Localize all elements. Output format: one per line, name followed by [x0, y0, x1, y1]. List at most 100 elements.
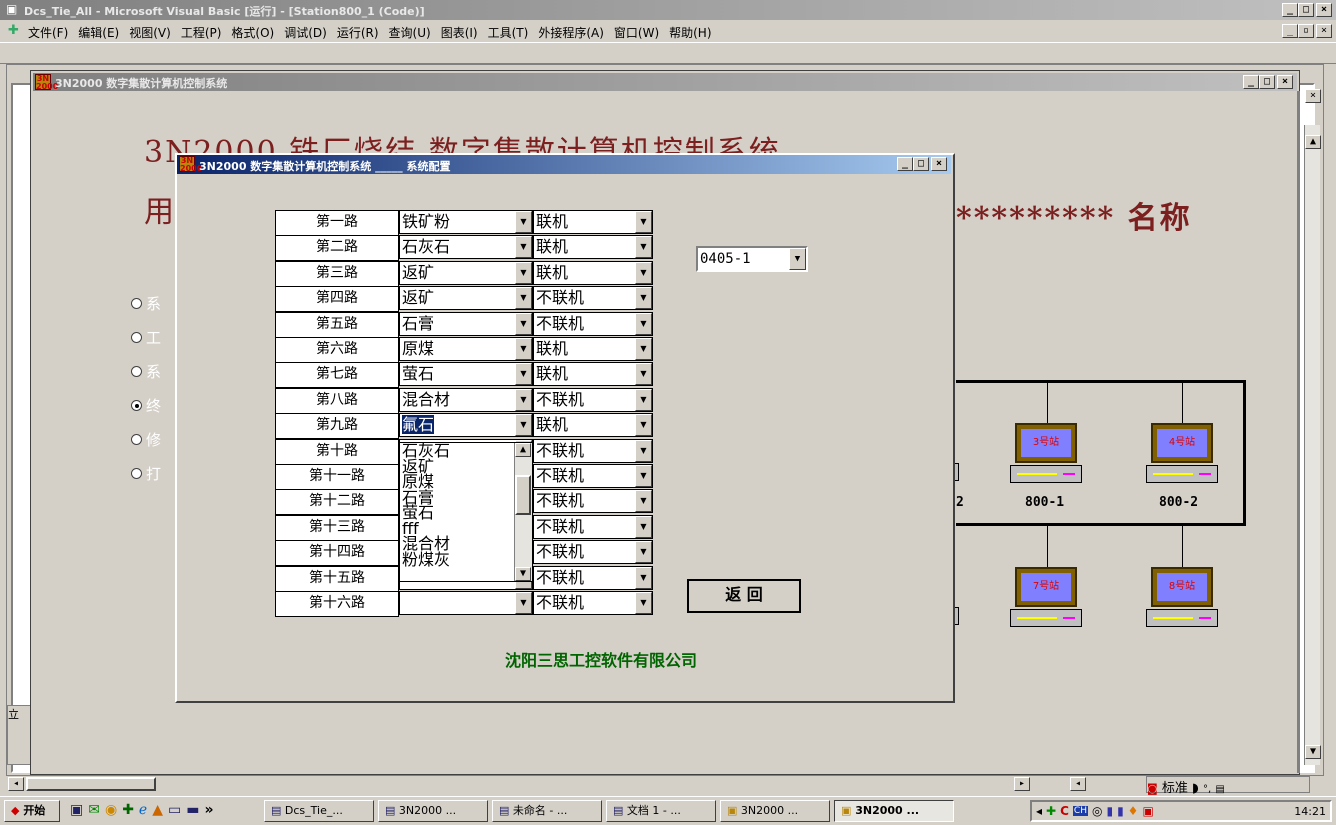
- chevron-down-icon[interactable]: ▼: [635, 490, 652, 513]
- status-select[interactable]: 不联机▼: [533, 514, 653, 539]
- chevron-down-icon[interactable]: ▼: [515, 388, 532, 411]
- child-minimize-icon[interactable]: _: [1282, 24, 1298, 38]
- station-select[interactable]: 0405-1 ▼: [696, 246, 808, 272]
- chevron-down-icon[interactable]: ▼: [635, 363, 652, 386]
- chevron-down-icon[interactable]: ▼: [635, 211, 652, 233]
- vb-menu-item[interactable]: 外接程序(A): [538, 26, 604, 40]
- radio-icon[interactable]: [131, 433, 142, 445]
- dropdown-scroll-up-icon[interactable]: ▲: [515, 443, 531, 457]
- vb-menu-item[interactable]: 编辑(E): [78, 26, 120, 40]
- status-select[interactable]: 不联机▼: [533, 489, 653, 514]
- chevron-down-icon[interactable]: ▼: [635, 439, 652, 462]
- globe-icon[interactable]: ◎: [1091, 804, 1103, 818]
- ime-status[interactable]: ◙ 标准 ◗ °, ▤: [1146, 776, 1310, 796]
- dropdown-option[interactable]: 原煤: [402, 472, 435, 491]
- vb-h-scrollbar[interactable]: ◂ ▸ ◂ ◙ 标准 ◗ °, ▤: [6, 775, 1324, 796]
- chevron-down-icon[interactable]: ▼: [635, 388, 652, 411]
- material-select[interactable]: 萤石▼: [399, 362, 533, 387]
- volume-icon[interactable]: ◂: [1036, 804, 1043, 818]
- screen-icon[interactable]: ▭: [168, 802, 182, 818]
- desktop-icon[interactable]: ▣: [70, 802, 84, 818]
- code-close-icon[interactable]: ×: [1305, 89, 1321, 103]
- vb-right-scrollbar[interactable]: ▲ ▼: [1304, 125, 1321, 765]
- dropdown-option[interactable]: 石灰石: [402, 441, 451, 460]
- menu-radio-item[interactable]: 系: [131, 361, 161, 381]
- chevron-down-icon[interactable]: ▼: [635, 592, 652, 614]
- status-select[interactable]: 联机▼: [533, 235, 653, 260]
- vb-menu-item[interactable]: 工程(P): [180, 26, 222, 40]
- radio-checked-icon[interactable]: [131, 399, 142, 411]
- dropdown-option[interactable]: 混合材: [402, 534, 451, 553]
- material-select[interactable]: 返矿▼: [399, 260, 533, 285]
- config-close-icon[interactable]: ×: [931, 157, 947, 171]
- station-8[interactable]: 8号站: [1146, 567, 1218, 627]
- tray-3n-icon[interactable]: ▣: [1142, 804, 1154, 818]
- main-minimize-icon[interactable]: _: [1243, 75, 1259, 89]
- media-icon[interactable]: ◉: [104, 802, 118, 818]
- outlook-icon[interactable]: ✉: [88, 802, 100, 818]
- scroll-down-icon[interactable]: ▼: [1305, 745, 1321, 759]
- antivirus-icon[interactable]: C: [1060, 804, 1069, 818]
- status-select[interactable]: 联机▼: [533, 210, 653, 234]
- chevron-down-icon[interactable]: ▼: [635, 414, 652, 437]
- chevron-down-icon[interactable]: ▼: [635, 338, 652, 360]
- taskbar-button[interactable]: ▣ 3N2000 ...: [720, 800, 830, 822]
- vb-menu-item[interactable]: 视图(V): [129, 26, 171, 40]
- vb-menu-item[interactable]: 运行(R): [336, 26, 379, 40]
- radio-icon[interactable]: [131, 331, 142, 343]
- chevron-down-icon[interactable]: ▼: [515, 211, 532, 233]
- start-button[interactable]: ◆ 开始: [4, 800, 60, 822]
- material-select[interactable]: 氟石▼: [399, 413, 533, 438]
- minimize-icon[interactable]: _: [1282, 3, 1298, 17]
- main-maximize-icon[interactable]: □: [1259, 75, 1275, 89]
- vb-menu-item[interactable]: 调试(D): [284, 26, 327, 40]
- menu-radio-item[interactable]: 修: [131, 429, 161, 449]
- network-icon[interactable]: ✚: [122, 802, 134, 818]
- dropdown-option[interactable]: fff: [402, 518, 419, 538]
- status-select[interactable]: 不联机▼: [533, 311, 653, 336]
- chevron-down-icon[interactable]: ▼: [635, 566, 652, 589]
- status-select[interactable]: 不联机▼: [533, 438, 653, 463]
- material-select[interactable]: 原煤▼: [399, 337, 533, 361]
- dropdown-scroll-thumb[interactable]: [515, 475, 531, 515]
- scroll-left-icon[interactable]: ◂: [8, 777, 24, 791]
- dropdown-option[interactable]: 萤石: [402, 503, 435, 522]
- folder-icon[interactable]: ▲: [152, 802, 163, 818]
- radio-icon[interactable]: [131, 297, 142, 309]
- chevron-down-icon[interactable]: ▼: [635, 312, 652, 335]
- scroll-up-icon[interactable]: ▲: [1305, 135, 1321, 149]
- tray-app-icon[interactable]: ♦: [1127, 804, 1139, 818]
- chevron-down-icon[interactable]: ▼: [635, 541, 652, 564]
- scroll-right-icon[interactable]: ▸: [1014, 777, 1030, 791]
- disconnected-icon[interactable]: ▮: [1106, 804, 1114, 818]
- network-tray-icon[interactable]: ✚: [1046, 804, 1057, 818]
- config-maximize-icon[interactable]: □: [913, 157, 929, 171]
- menu-radio-item[interactable]: 工: [131, 327, 161, 347]
- dropdown-option[interactable]: 粉煤灰: [402, 549, 451, 569]
- material-select[interactable]: 混合材▼: [399, 387, 533, 412]
- menu-radio-item[interactable]: 打: [131, 463, 161, 483]
- dropdown-option[interactable]: 返矿: [402, 456, 435, 476]
- status-select[interactable]: 联机▼: [533, 260, 653, 285]
- material-select[interactable]: 返矿▼: [399, 286, 533, 311]
- taskbar-button[interactable]: ▣ 3N2000 ...: [834, 800, 954, 822]
- status-select[interactable]: 不联机▼: [533, 540, 653, 565]
- chevron-down-icon[interactable]: ▼: [515, 592, 532, 614]
- vb-menu-item[interactable]: 工具(T): [487, 26, 529, 40]
- menu-radio-item[interactable]: 终: [131, 395, 161, 415]
- taskbar-button[interactable]: ▤ 3N2000 ...: [378, 800, 488, 822]
- chevron-down-icon[interactable]: ▼: [635, 261, 652, 284]
- lang-icon[interactable]: CH: [1072, 806, 1088, 816]
- chevron-down-icon[interactable]: ▼: [515, 261, 532, 284]
- material-select[interactable]: 石膏▼: [399, 311, 533, 336]
- chevron-down-icon[interactable]: ▼: [515, 287, 532, 310]
- taskbar-button[interactable]: ▤ Dcs_Tie_...: [264, 800, 374, 822]
- child-close-icon[interactable]: ×: [1316, 24, 1332, 38]
- radio-icon[interactable]: [131, 467, 142, 479]
- radio-icon[interactable]: [131, 365, 142, 377]
- station-3[interactable]: 3号站: [1010, 423, 1082, 483]
- status-select[interactable]: 不联机▼: [533, 591, 653, 615]
- chevron-down-icon[interactable]: ▼: [515, 363, 532, 386]
- status-select[interactable]: 不联机▼: [533, 464, 653, 488]
- material-select[interactable]: ▼: [399, 591, 533, 615]
